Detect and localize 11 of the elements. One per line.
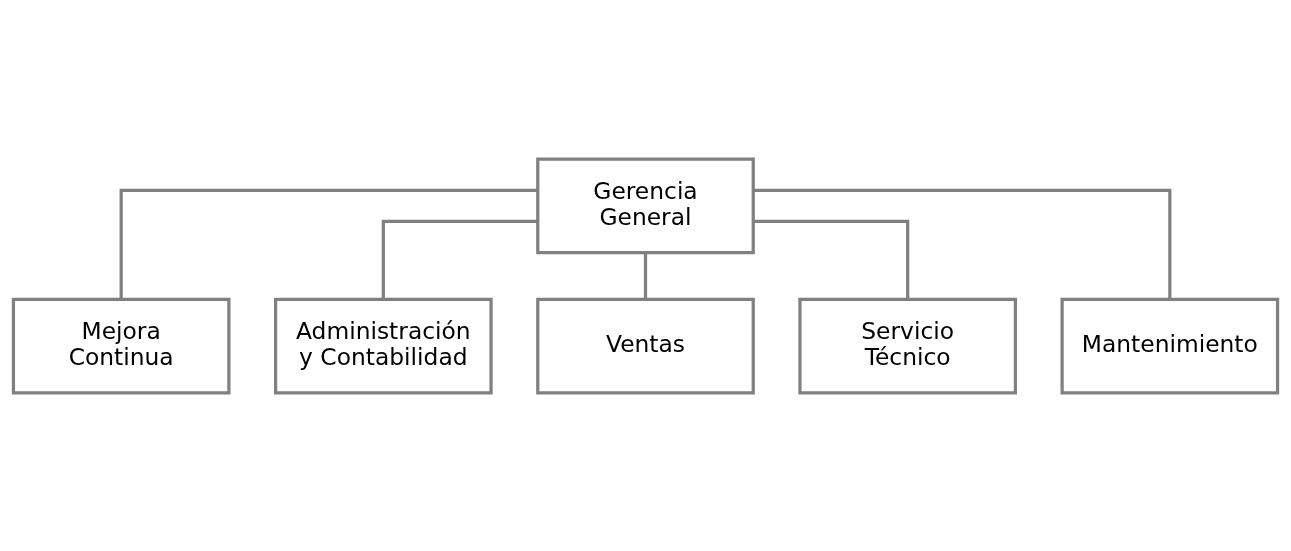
node-box: Administración y Contabilidad bbox=[274, 297, 493, 394]
connector bbox=[381, 219, 538, 299]
connector bbox=[119, 188, 538, 299]
connector bbox=[753, 188, 1172, 299]
node-box: Servicio Técnico bbox=[798, 297, 1017, 394]
node-box: Ventas bbox=[536, 297, 755, 394]
node-box: Mejora Continua bbox=[11, 297, 231, 394]
node-box: Gerencia General bbox=[536, 157, 755, 254]
connector bbox=[643, 252, 648, 299]
connector bbox=[753, 219, 910, 299]
node-box: Mantenimiento bbox=[1060, 297, 1280, 394]
